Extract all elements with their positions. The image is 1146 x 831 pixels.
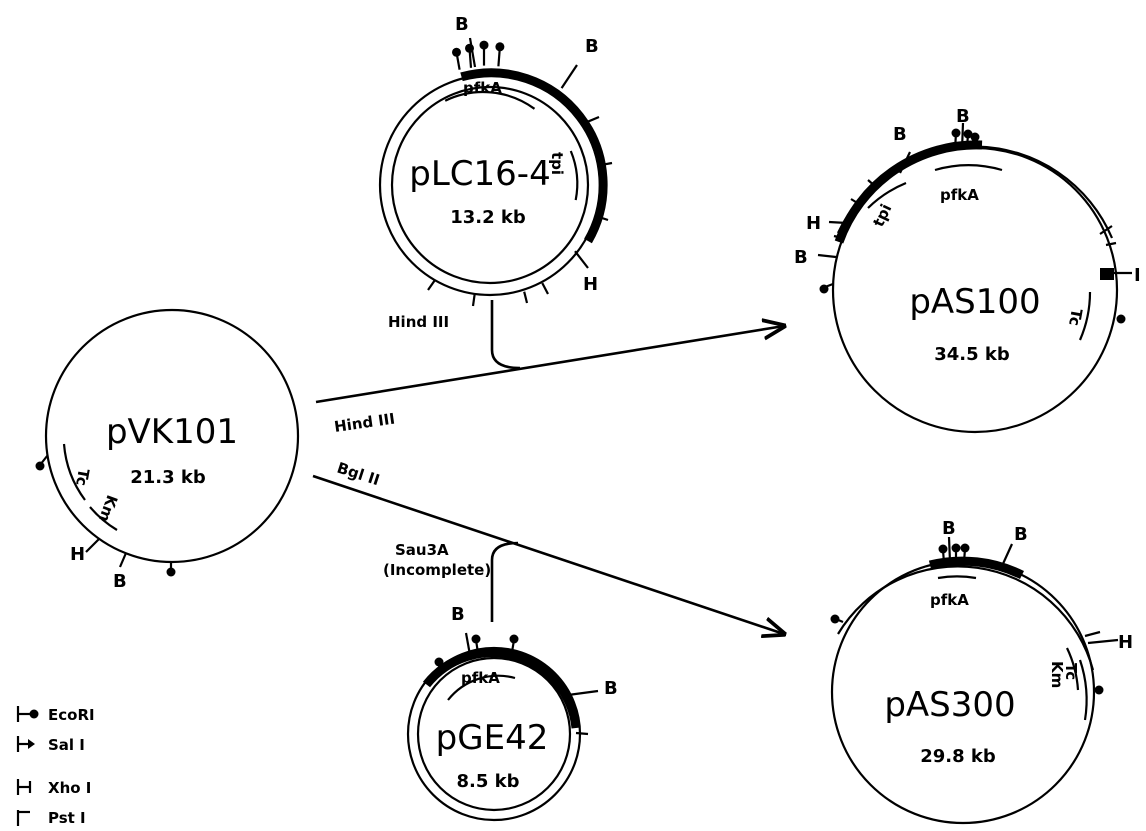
plasmid-pas100: B B H B I tpi pfkA Tc pAS100 34.5 kb [794, 106, 1141, 434]
enzyme-pvk-hindiii: Hind III [333, 410, 396, 436]
pas100-site-b2: B [956, 106, 970, 127]
pas100-insert-segment [834, 140, 983, 244]
pas300-pfka-bar [937, 575, 977, 580]
pas100-tpi-bar [867, 181, 907, 209]
arrow-to-pas100 [315, 326, 784, 404]
pas300-km-bar [1066, 647, 1080, 691]
pas100-tc-bar [1078, 291, 1092, 341]
pge-site-b1: B [451, 604, 465, 625]
pas300-site-b1: B [942, 518, 956, 539]
connector-pge [490, 541, 519, 622]
arrow-to-pas300 [312, 474, 784, 634]
plasmid-pas300: B B H pfkA Km Tc pAS300 29.8 kb [830, 518, 1133, 825]
pas300-gene-tc: Tc [1062, 663, 1080, 680]
legend-label-sali: Sal I [48, 736, 85, 754]
plc-pfka-bar [444, 90, 536, 110]
legend-xhoi: Xho I [16, 779, 91, 797]
construction-arrows [312, 300, 784, 634]
enzyme-pge-incomplete: (Incomplete) [383, 561, 491, 579]
pas300-site-b2: B [1014, 524, 1028, 545]
pas100-gene-pfka: pfkA [940, 186, 979, 204]
pvk-km-bar [89, 506, 118, 531]
plc-size: 13.2 kb [450, 207, 526, 228]
plasmid-pge42: B B pfkA pGE42 8.5 kb [406, 604, 618, 822]
pvk-site-b: B [113, 571, 127, 592]
pvk-site-h: H [70, 544, 85, 565]
pas300-gene-km: Km [1048, 661, 1066, 688]
plc-site-h: H [583, 274, 598, 295]
legend: EcoRI Sal I Xho I Pst I [16, 706, 95, 827]
pge-name: pGE42 [436, 718, 549, 758]
plc-tpi-bar [569, 150, 579, 201]
sali-symbol [28, 739, 35, 749]
legend-label-xhoi: Xho I [48, 779, 91, 797]
pvk-size: 21.3 kb [130, 467, 206, 488]
plc-site-b2: B [585, 36, 599, 57]
pge-insert-segment [422, 648, 581, 729]
pvk-name: pVK101 [106, 412, 238, 452]
plc-insert-segment [460, 68, 608, 244]
pas100-site-x: I [1134, 265, 1141, 286]
pas300-insert-segment [928, 556, 1024, 580]
pas100-site-h: H [806, 213, 821, 234]
plc-site-b1: B [455, 14, 469, 35]
enzyme-plc-hindiii: Hind III [388, 313, 449, 331]
pge-pfka-bar [447, 674, 516, 701]
legend-label-ecori: EcoRI [48, 706, 95, 724]
pas100-pfka-bar [934, 164, 1003, 172]
plasmid-plc16-4: B B H pfkA tpi pLC16-4 13.2 kb [378, 14, 613, 307]
legend-psti: Pst I [16, 809, 86, 827]
pvk-gene-km: Km [95, 493, 121, 525]
legend-label-psti: Pst I [48, 809, 86, 827]
pas100-site-b3: B [794, 247, 808, 268]
legend-ecori: EcoRI [16, 706, 95, 724]
pas300-tc-bar [1078, 659, 1088, 721]
pas100-site-b1: B [893, 124, 907, 145]
plc-gene-tpi: tpi [548, 152, 566, 175]
plasmid-pvk101: H B Tc Km pVK101 21.3 kb [35, 308, 300, 592]
plc-name: pLC16-4 [409, 154, 550, 194]
pas100-name: pAS100 [909, 282, 1040, 322]
ecori-symbol [29, 709, 39, 719]
pas300-name: pAS300 [884, 685, 1015, 725]
pas300-gene-pfka: pfkA [930, 591, 969, 609]
pas300-size: 29.8 kb [920, 746, 996, 767]
pas300-site-h: H [1118, 632, 1133, 653]
pge-gene-pfka: pfkA [461, 669, 500, 687]
pas100-gene-tc: Tc [1065, 307, 1086, 327]
pvk-tc-bar [62, 443, 86, 501]
pas100-size: 34.5 kb [934, 344, 1010, 365]
legend-sali: Sal I [16, 736, 85, 754]
connector-plc [490, 300, 521, 370]
pge-size: 8.5 kb [456, 771, 519, 792]
pas300-outer-arc [837, 565, 1095, 671]
enzyme-labels: Hind III Hind III Bgl II Sau3A (Incomple… [333, 313, 491, 579]
pas100-gene-tpi: tpi [869, 201, 895, 230]
enzyme-pge-sau3a: Sau3A [395, 541, 449, 559]
pge-site-b2: B [604, 678, 618, 699]
plc-gene-pfka: pfkA [463, 79, 502, 97]
pvk-gene-tc: Tc [72, 467, 93, 487]
